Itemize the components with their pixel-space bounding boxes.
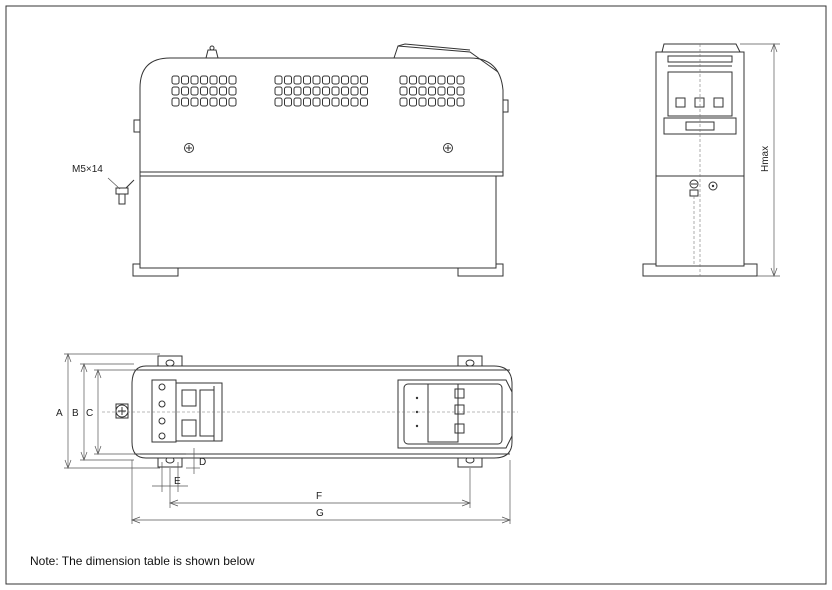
top-module (393, 45, 499, 73)
vent-hole (428, 97, 436, 107)
dim-d-label: D (199, 457, 206, 468)
vent-hole (341, 75, 349, 85)
vent-hole (341, 97, 349, 107)
vent-hole (399, 75, 408, 85)
top-ground-bolt (115, 403, 129, 419)
vent-hole (181, 86, 189, 96)
vent-hole (312, 97, 321, 107)
vent-hole (209, 86, 218, 96)
height-label: Hmax (760, 146, 771, 172)
vent-hole (181, 75, 189, 85)
vent-hole (293, 75, 302, 85)
vent-hole (409, 75, 417, 85)
vent-hole (209, 75, 218, 85)
vent-hole (437, 97, 446, 107)
vent-hole (418, 97, 427, 107)
dim-b-label: B (72, 408, 79, 419)
vent-hole (284, 86, 292, 96)
vent-hole (360, 97, 368, 107)
vent-hole (181, 97, 189, 107)
vent-hole (303, 86, 311, 96)
display-window (427, 383, 459, 443)
vent-hole (399, 86, 408, 96)
vent-hole (284, 75, 292, 85)
vent-hole (360, 75, 368, 85)
front-base (139, 175, 497, 269)
vent-hole (322, 86, 330, 96)
vent-hole (228, 97, 237, 107)
dim-e-label: E (174, 476, 181, 487)
vent-grid (171, 75, 465, 107)
vent-hole (171, 97, 180, 107)
vent-hole (331, 75, 340, 85)
vent-hole (322, 75, 330, 85)
vent-hole (200, 86, 208, 96)
vent-hole (447, 86, 455, 96)
vent-hole (399, 97, 408, 107)
vent-hole (209, 97, 218, 107)
dim-a-label: A (56, 408, 63, 419)
front-screw-left (184, 143, 194, 153)
vent-hole (274, 75, 283, 85)
vent-hole (360, 86, 368, 96)
vent-hole (409, 86, 417, 96)
vent-hole (350, 86, 359, 96)
vent-hole (219, 75, 227, 85)
vent-hole (312, 86, 321, 96)
vent-hole (428, 86, 436, 96)
dim-f-label: F (316, 491, 322, 502)
front-screw-right (443, 143, 453, 153)
vent-hole (190, 97, 199, 107)
vent-hole (190, 86, 199, 96)
vent-hole (331, 86, 340, 96)
vent-hole (200, 75, 208, 85)
terminal-screws (158, 383, 166, 440)
side-view: Hmax (642, 43, 780, 277)
vent-hole (219, 97, 227, 107)
vent-hole (350, 97, 359, 107)
vent-hole (274, 86, 283, 96)
dim-c-label: C (86, 408, 93, 419)
top-view: A B C D E F G (56, 353, 518, 524)
vent-hole (456, 86, 465, 96)
vent-hole (274, 97, 283, 107)
vent-hole (303, 75, 311, 85)
vent-hole (437, 86, 446, 96)
vent-hole (456, 75, 465, 85)
vent-hole (284, 97, 292, 107)
vent-hole (293, 86, 302, 96)
vent-hole (447, 97, 455, 107)
vent-hole (228, 75, 237, 85)
vent-hole (293, 97, 302, 107)
vent-hole (341, 86, 349, 96)
vent-hole (331, 97, 340, 107)
vent-hole (200, 97, 208, 107)
vent-hole (219, 86, 227, 96)
vent-hole (312, 75, 321, 85)
vent-hole (456, 97, 465, 107)
vent-hole (190, 75, 199, 85)
vent-hole (418, 86, 427, 96)
front-view: M5×14 (72, 43, 509, 277)
vent-hole (428, 75, 436, 85)
vent-hole (228, 86, 237, 96)
vent-hole (350, 75, 359, 85)
vent-hole (322, 97, 330, 107)
vent-hole (171, 86, 180, 96)
dim-g-label: G (316, 508, 324, 519)
display-module (397, 379, 513, 449)
vent-hole (409, 97, 417, 107)
note-text: Note: The dimension table is shown below (30, 554, 255, 568)
vent-hole (171, 75, 180, 85)
vent-hole (437, 75, 446, 85)
vent-hole (303, 97, 311, 107)
sheet-border (5, 5, 827, 585)
vent-hole (447, 75, 455, 85)
screw-label: M5×14 (72, 164, 103, 175)
vent-hole (418, 75, 427, 85)
ground-bolt (107, 177, 135, 205)
